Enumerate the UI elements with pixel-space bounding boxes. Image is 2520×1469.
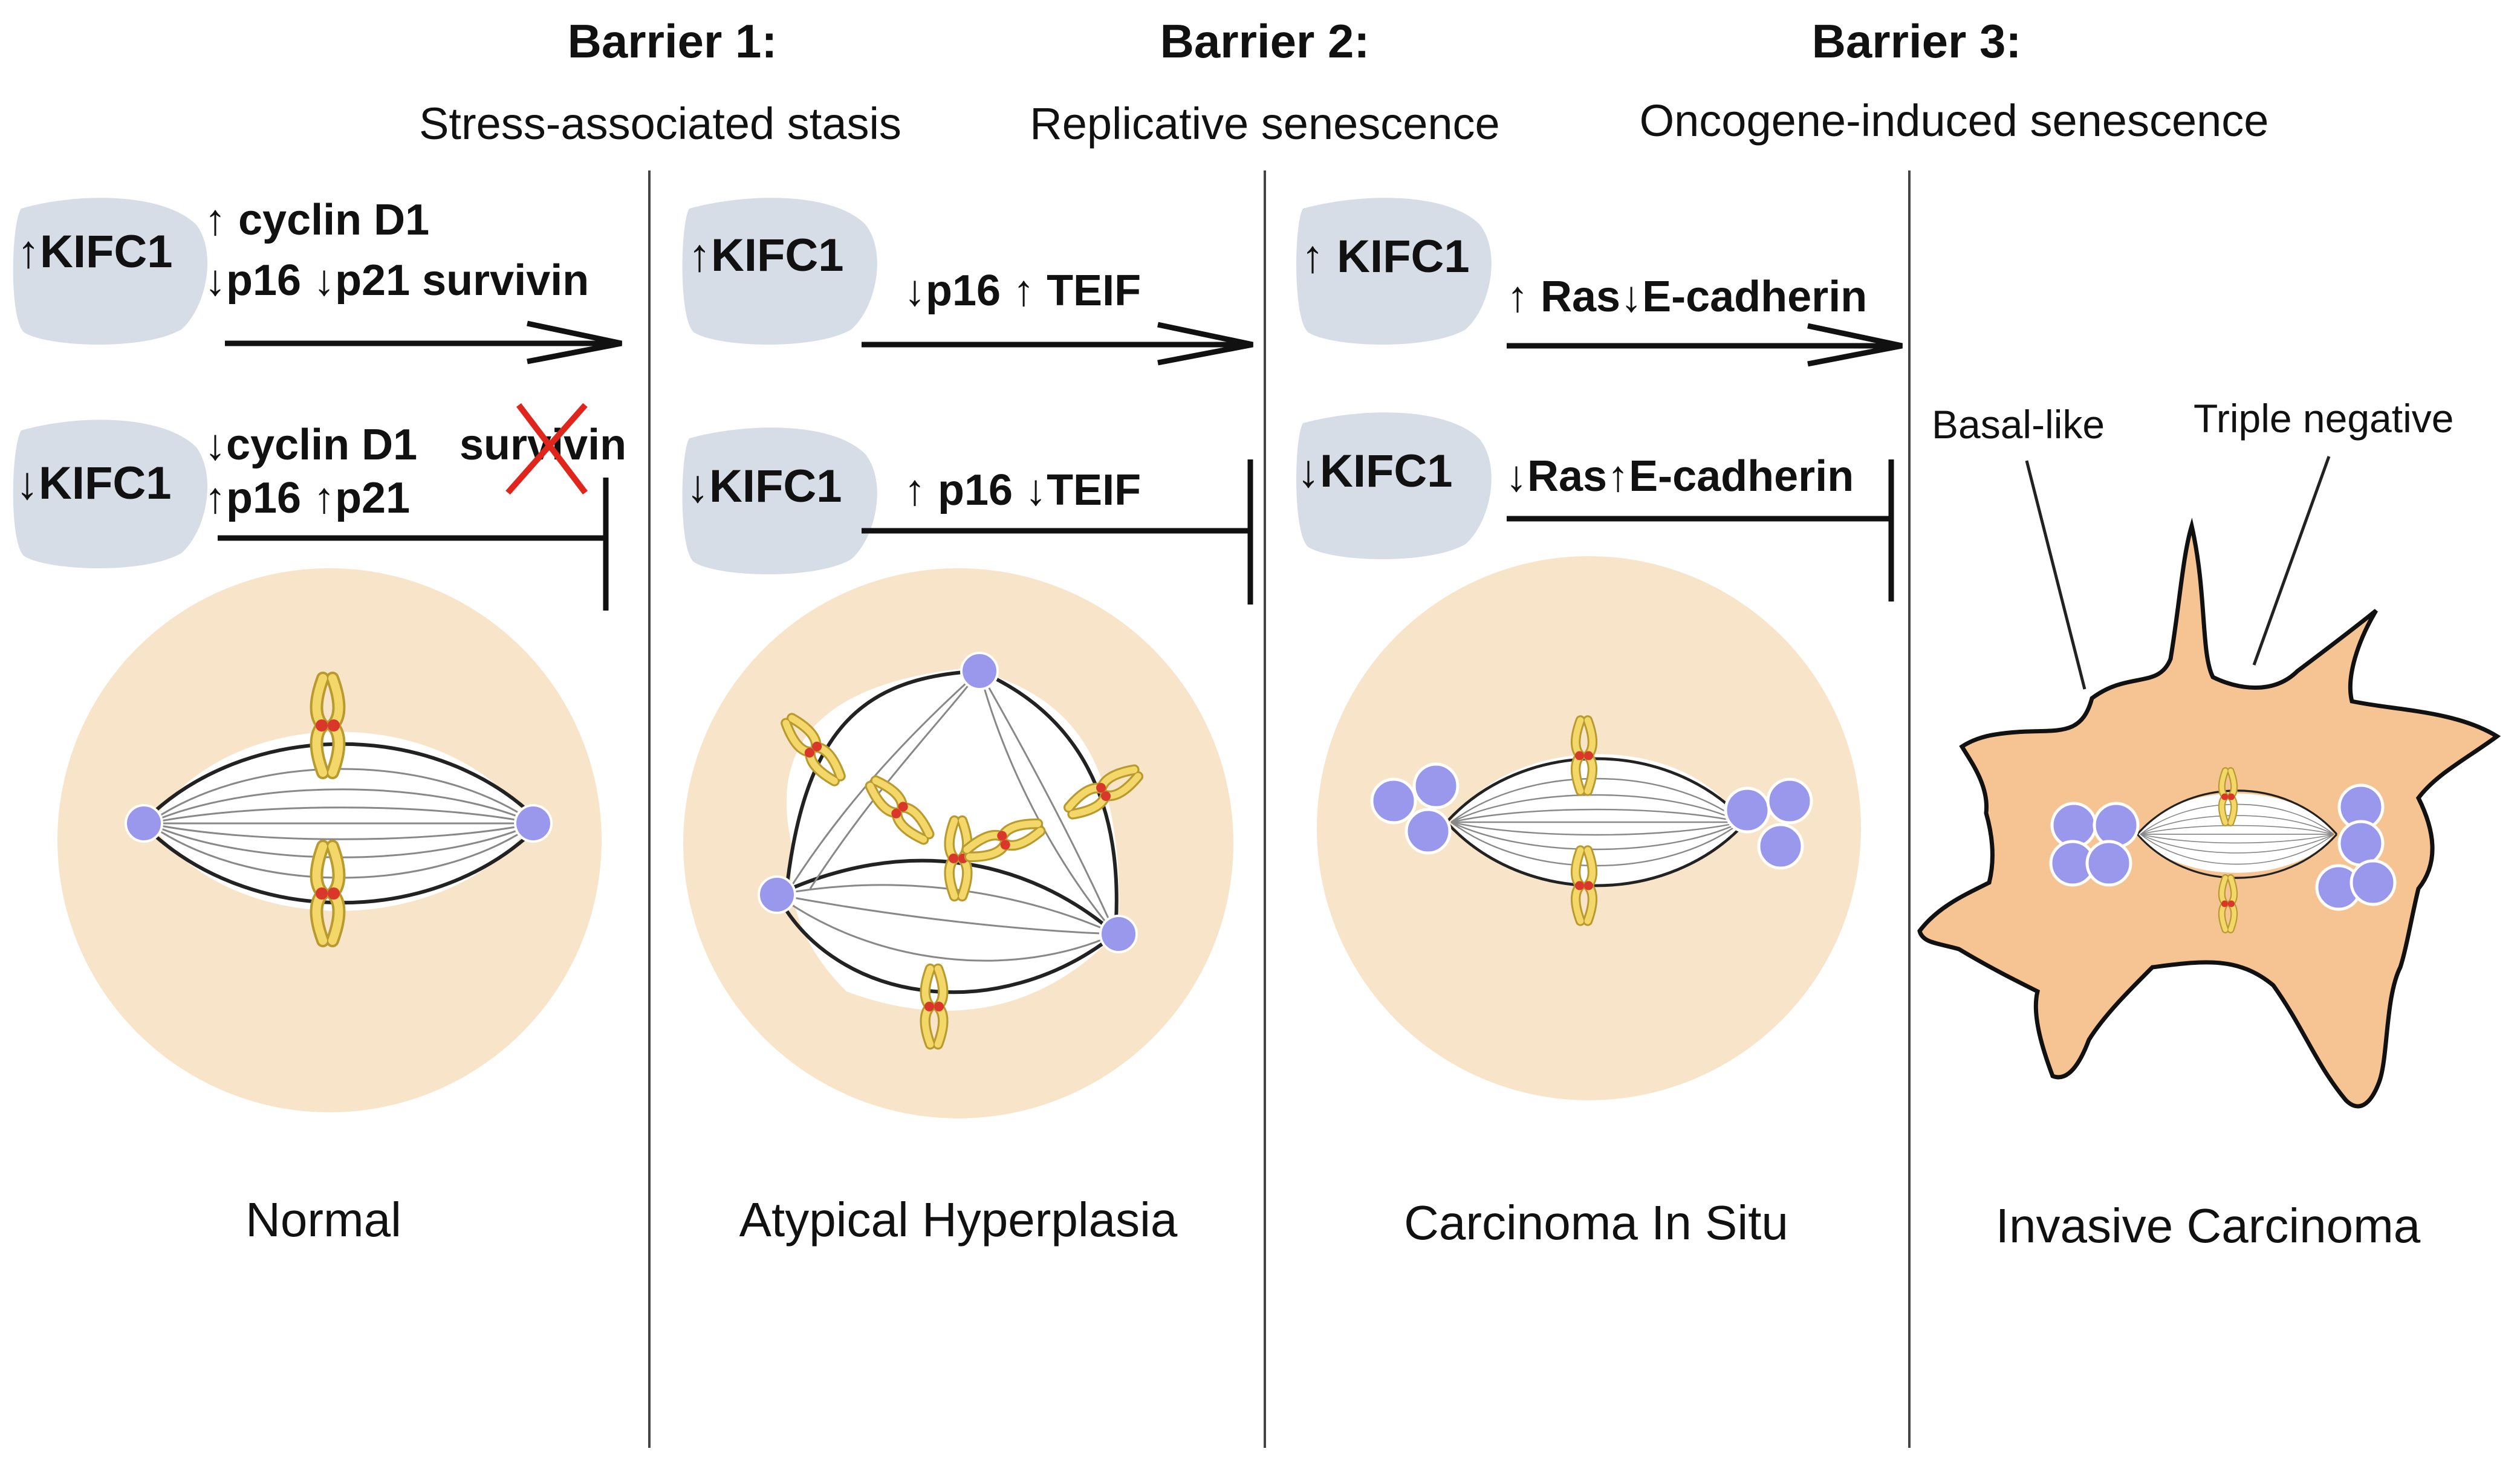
block-arrow-1 (218, 478, 609, 611)
stage-label-invasive-carcinoma: Invasive Carcinoma (1996, 1199, 2421, 1253)
stage-label-carcinoma-in-situ: Carcinoma In Situ (1404, 1196, 1788, 1250)
pointer-line-basal (2025, 460, 2086, 690)
centrosome-icon (2085, 840, 2132, 887)
centrosome-icon (514, 804, 553, 843)
kifc1-up-blob-2 (682, 198, 877, 345)
centrosome-icon (1370, 777, 1417, 825)
centrosome-icon (1724, 786, 1771, 834)
centrosome-icon (1405, 808, 1452, 855)
down-markers-line1-1: ↓cyclin D1 (204, 421, 417, 469)
centrosome-icon (1757, 823, 1804, 870)
barrier-1-title: Barrier 1: (568, 15, 778, 68)
pointer-line-triple-negative (2252, 456, 2331, 666)
centrosome-icon (2093, 802, 2140, 849)
block-arrow-2 (862, 459, 1253, 605)
centrosome-icon (1766, 777, 1813, 825)
centrosome-icon (1099, 915, 1138, 953)
kifc1-up-blob-3 (1296, 198, 1492, 345)
barrier-2-title: Barrier 2: (1160, 15, 1370, 68)
invasive-carcinoma-cell (1917, 517, 2501, 1109)
kifc1-up-blob-1 (13, 198, 208, 345)
kifc1-up-label-2: ↑KIFC1 (688, 230, 844, 281)
promote-arrow-1 (225, 320, 622, 365)
carcinoma-in-situ-cell (1317, 556, 1861, 1100)
kifc1-down-label-2: ↓KIFC1 (686, 461, 842, 512)
kifc1-down-label-1: ↓KIFC1 (16, 458, 172, 509)
kifc1-down-blob-1 (13, 420, 208, 568)
subtype-label-basal-like: Basal-like (1932, 402, 2105, 447)
normal-cell (57, 568, 602, 1112)
centrosome-icon (1412, 762, 1460, 809)
centrosome-icon (758, 875, 796, 914)
stage-label-normal: Normal (245, 1193, 401, 1247)
barrier-1-subtitle: Stress-associated stasis (419, 99, 901, 149)
kifc1-down-blob-3 (1296, 412, 1492, 559)
down-markers-line2-1: ↑p16 ↑p21 (204, 474, 410, 522)
up-markers-line2-1: ↓p16 ↓p21 survivin (204, 256, 589, 305)
subtype-label-triple-negative: Triple negative (2194, 396, 2453, 441)
up-markers-3: ↑ Ras↓E-cadherin (1507, 273, 1867, 321)
barrier-2-subtitle: Replicative senescence (1030, 99, 1499, 149)
centrosome-icon (2350, 859, 2397, 906)
up-markers-line1-1: ↑ cyclin D1 (204, 196, 429, 244)
kifc1-up-label-1: ↑KIFC1 (17, 226, 173, 277)
centrosome-icon (960, 652, 999, 690)
stage-label-atypical-hyperplasia: Atypical Hyperplasia (739, 1193, 1178, 1247)
down-markers-2: ↑ p16 ↓TEIF (904, 466, 1141, 514)
down-markers-3: ↓Ras↑E-cadherin (1505, 452, 1854, 501)
centrosome-icon (2337, 820, 2385, 867)
atypical-hyperplasia-cell (683, 568, 1233, 1118)
centrosome-icon (125, 804, 163, 843)
kifc1-down-label-3: ↓KIFC1 (1297, 446, 1453, 497)
up-markers-2: ↓p16 ↑ TEIF (904, 267, 1141, 315)
barrier-3-subtitle: Oncogene-induced senescence (1640, 96, 2269, 146)
promote-arrow-3 (1507, 323, 1903, 367)
block-arrow-3 (1507, 459, 1894, 602)
down-markers-line1b-1: survivin (460, 421, 626, 469)
promote-arrow-2 (862, 322, 1253, 366)
kifc1-down-blob-2 (682, 427, 877, 574)
barrier-3-title: Barrier 3: (1812, 15, 2022, 68)
cross-mark-icon (505, 403, 588, 495)
kifc1-up-label-3: ↑ KIFC1 (1301, 231, 1470, 282)
